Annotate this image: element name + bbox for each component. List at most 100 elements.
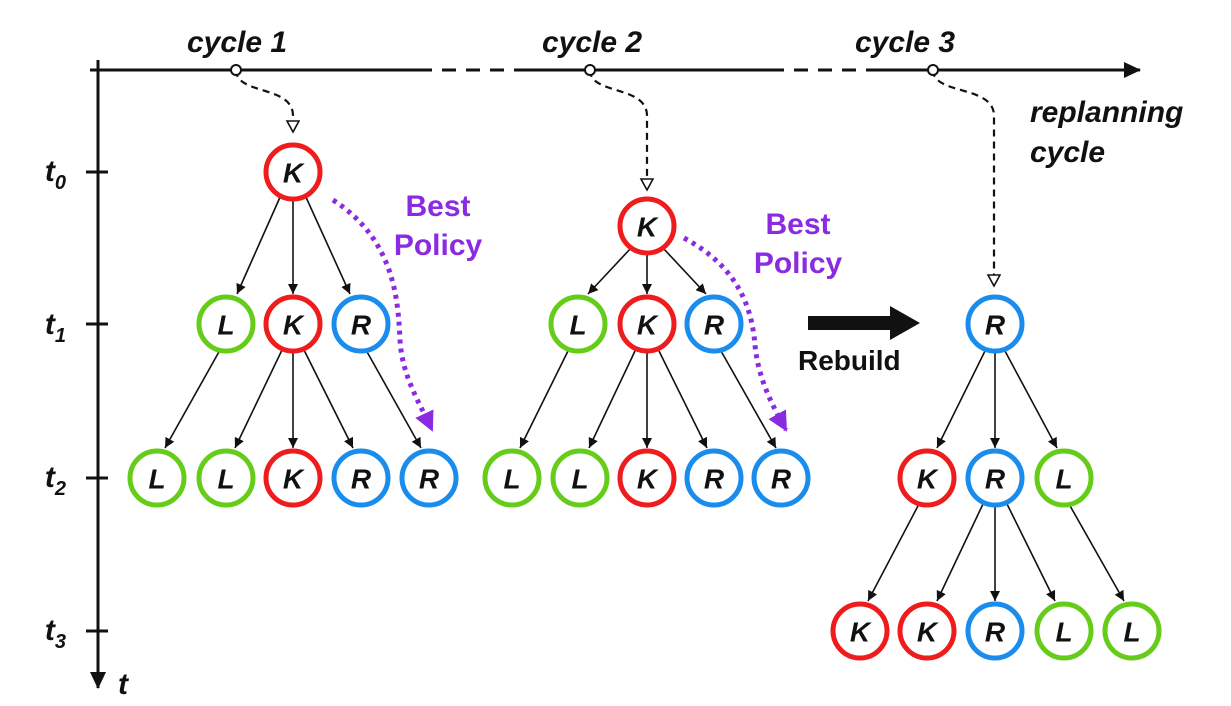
cycle-3-point [927,64,939,76]
cycle-label-1: cycle 1 [187,26,287,59]
tick-label-t2: t2 [45,461,66,500]
edge [588,350,636,449]
node-circle [684,294,744,354]
node-circle [1102,601,1162,661]
node-label: K [917,464,939,495]
node-circle [550,448,610,508]
cycle-1-point [230,64,242,76]
tree-node-R: R [965,601,1025,661]
tree-node-K: K [830,601,890,661]
node-circle [617,294,677,354]
node-circle [1034,448,1094,508]
edge [587,247,632,295]
node-circle [617,196,677,256]
tree-node-R: R [399,448,459,508]
node-label: K [637,464,659,495]
node-label: R [985,617,1006,648]
node-label: L [1055,464,1072,495]
node-label: R [351,310,372,341]
best-policy-arrow-1 [331,197,435,432]
time-axis: t t0 t1 t2 t3 [45,60,130,701]
tree-node-L: L [482,448,542,508]
rebuild-transition: Rebuild [798,306,920,376]
node-circle [897,448,957,508]
tree-node-K: K [617,196,677,256]
node-label: R [704,464,725,495]
cycle-label-2: cycle 2 [542,26,642,59]
cycle-3-connector [931,69,994,286]
node-circle [548,294,608,354]
node-label: L [1055,617,1072,648]
tree-node-L: L [550,448,610,508]
rebuild-label: Rebuild [798,345,901,376]
tree-node-R: R [331,448,391,508]
rebuild-arrowhead [890,306,920,340]
tree-node-R: R [684,294,744,354]
node-circle [751,448,811,508]
best-policy-label-1: Best [405,190,470,223]
edge [867,503,920,602]
node-circle [617,448,677,508]
node-label: L [1123,617,1140,648]
edge [304,194,351,295]
edge [1006,503,1056,602]
axis-label-line-1: replanning [1030,96,1183,129]
node-label: K [283,310,305,341]
tree-node-R: R [684,448,744,508]
edge [658,350,708,449]
best-policy-label-1b: Policy [394,229,483,262]
node-circle [127,448,187,508]
node-circle [965,448,1025,508]
node-circle [331,448,391,508]
node-circle [965,601,1025,661]
tree-node-L: L [1034,448,1094,508]
tree-1-edges [164,194,422,449]
tick-label-t3: t3 [45,614,66,653]
edge [720,350,777,449]
best-policy-label-2b: Policy [754,247,843,280]
tree-node-L: L [548,294,608,354]
tree-node-R: R [965,448,1025,508]
node-circle [196,294,256,354]
node-circle [684,448,744,508]
cycle-markers: cycle 1 cycle 2 cycle 3 [187,26,994,286]
tree-node-L: L [1034,601,1094,661]
edge [365,349,422,449]
tree-node-K: K [263,294,323,354]
axis-label-line-2: cycle [1030,136,1105,169]
tree-node-K: K [617,448,677,508]
node-label: K [637,310,659,341]
node-circle [263,294,323,354]
node-label: R [985,464,1006,495]
node-label: R [985,310,1006,341]
tree-node-L: L [196,448,256,508]
node-label: K [283,158,305,189]
node-circle [965,294,1025,354]
node-label: L [571,464,588,495]
node-label: K [283,464,305,495]
node-circle [263,448,323,508]
cycle-label-3: cycle 3 [855,26,955,59]
node-label: R [771,464,792,495]
tree-node-K: K [897,601,957,661]
tick-label-t0: t0 [45,155,66,194]
tree-node-L: L [196,294,256,354]
replanning-axis: replanning cycle [90,62,1183,169]
edge [662,247,707,295]
node-circle [897,601,957,661]
node-label: K [637,212,659,243]
tree-node-K: K [617,294,677,354]
node-label: L [569,310,586,341]
node-circle [482,448,542,508]
tree-node-K: K [263,448,323,508]
best-policy-label-2: Best [765,208,830,241]
node-circle [830,601,890,661]
edge [303,349,354,449]
edge [936,350,986,449]
node-label: R [704,310,725,341]
node-label: R [419,464,440,495]
tree-node-K: K [263,142,323,202]
node-circle [263,142,323,202]
node-label: K [850,617,872,648]
